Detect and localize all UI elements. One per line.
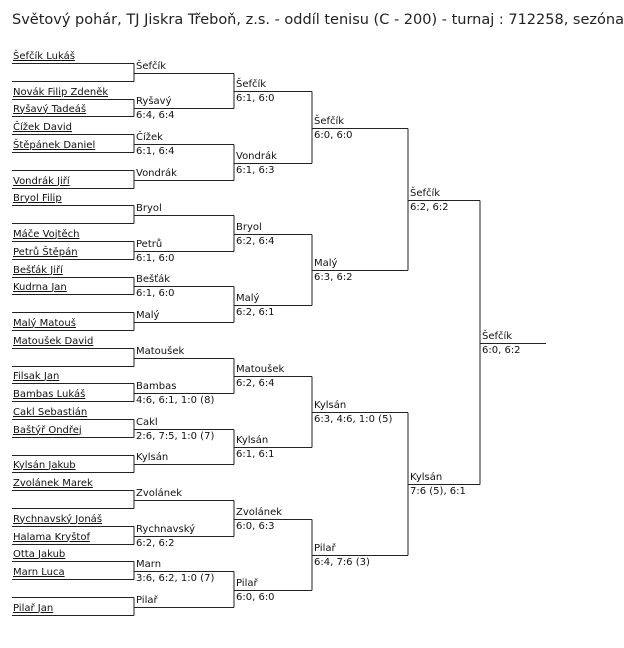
player-name[interactable]: Kudrna Jan: [13, 281, 67, 293]
match-score: 6:1, 6:0: [136, 287, 175, 299]
match-score: 6:4, 6:4: [136, 109, 175, 121]
player-name[interactable]: Šefčík Lukáš: [13, 50, 75, 62]
match-winner: Malý: [314, 257, 338, 269]
match-winner: Kylsán: [136, 451, 169, 463]
match-score: 6:2, 6:2: [136, 537, 175, 549]
match-winner: Pilař: [314, 542, 336, 554]
match-score: 6:2, 6:2: [410, 201, 449, 213]
match-score: 6:1, 6:1: [236, 448, 275, 460]
match-winner: Čížek: [136, 131, 163, 143]
match-score: 6:2, 6:4: [236, 235, 275, 247]
match-score: 6:2, 6:1: [236, 306, 275, 318]
player-name[interactable]: Rychnavský Jonáš: [13, 513, 103, 525]
match-winner: Cakl: [136, 416, 158, 428]
player-name[interactable]: Máče Vojtěch: [13, 228, 80, 240]
match-winner: Šefčík: [482, 330, 513, 342]
match-winner: Malý: [236, 292, 260, 304]
match-winner: Zvolánek: [236, 506, 283, 518]
match-score: 6:1, 6:0: [136, 252, 175, 264]
match-winner: Šefčík: [136, 60, 167, 72]
match-winner: Šefčík: [314, 115, 345, 127]
player-name[interactable]: Kylsán Jakub: [13, 459, 76, 471]
match-score: 7:6 (5), 6:1: [410, 485, 466, 497]
match-score: 6:0, 6:3: [236, 520, 275, 532]
player-name[interactable]: Bešťák Jiří: [13, 264, 63, 276]
page-title: Světový pohár, TJ Jiskra Třeboň, z.s. - …: [12, 12, 624, 28]
match-winner: Kylsán: [314, 399, 347, 411]
player-name[interactable]: Čížek David: [13, 121, 73, 133]
match-winner: Bryol: [136, 202, 162, 214]
match-winner: Ryšavý: [136, 95, 172, 107]
player-name[interactable]: Marn Luca: [13, 566, 65, 578]
match-winner: Kylsán: [236, 434, 269, 446]
player-name[interactable]: Ryšavý Tadeáš: [13, 103, 87, 115]
player-name[interactable]: Pilař Jan: [13, 602, 54, 614]
match-winner: Vondrák: [236, 150, 277, 162]
player-name[interactable]: Cakl Sebastián: [13, 406, 88, 418]
match-winner: Matoušek: [136, 345, 185, 357]
match-winner: Rychnavský: [136, 523, 196, 535]
player-name[interactable]: Bambas Lukáš: [13, 388, 86, 400]
player-name[interactable]: Vondrák Jiří: [13, 175, 70, 187]
match-winner: Vondrák: [136, 167, 177, 179]
match-score: 6:0, 6:2: [482, 344, 521, 356]
player-name[interactable]: Zvolánek Marek: [13, 477, 93, 489]
match-score: 6:3, 6:2: [314, 271, 353, 283]
match-winner: Malý: [136, 309, 160, 321]
player-name[interactable]: Malý Matouš: [13, 317, 76, 329]
match-score: 6:4, 7:6 (3): [314, 556, 370, 568]
match-winner: Bešťák: [136, 273, 171, 285]
match-score: 3:6, 6:2, 1:0 (7): [136, 572, 215, 584]
match-score: 6:2, 6:4: [236, 377, 275, 389]
match-score: 6:1, 6:4: [136, 145, 175, 157]
match-winner: Kylsán: [410, 471, 443, 483]
match-winner: Pilař: [236, 577, 258, 589]
match-winner: Matoušek: [236, 363, 285, 375]
match-winner: Bryol: [236, 221, 262, 233]
match-score: 2:6, 7:5, 1:0 (7): [136, 430, 215, 442]
match-winner: Zvolánek: [136, 487, 183, 499]
match-winner: Marn: [136, 558, 162, 570]
player-name[interactable]: Štěpánek Daniel: [13, 139, 96, 151]
player-name[interactable]: Petrů Štěpán: [13, 246, 78, 258]
player-name[interactable]: Baštýř Ondřej: [13, 424, 82, 436]
match-score: 6:1, 6:3: [236, 164, 275, 176]
match-winner: Pilař: [136, 594, 158, 606]
player-name[interactable]: Bryol Filip: [13, 192, 62, 204]
player-name[interactable]: Halama Kryštof: [13, 531, 90, 543]
match-score: 4:6, 6:1, 1:0 (8): [136, 394, 215, 406]
match-score: 6:0, 6:0: [314, 129, 353, 141]
match-score: 6:1, 6:0: [236, 92, 275, 104]
match-score: 6:0, 6:0: [236, 591, 275, 603]
player-name[interactable]: Matoušek David: [13, 335, 94, 347]
player-name[interactable]: Novák Filip Zdeněk: [13, 86, 109, 98]
match-winner: Šefčík: [410, 187, 441, 199]
match-winner: Bambas: [136, 380, 177, 392]
match-score: 6:3, 4:6, 1:0 (5): [314, 413, 393, 425]
match-winner: Petrů: [136, 238, 163, 250]
player-name[interactable]: Filsak Jan: [13, 370, 60, 382]
match-winner: Šefčík: [236, 78, 267, 90]
player-name[interactable]: Otta Jakub: [13, 548, 66, 560]
